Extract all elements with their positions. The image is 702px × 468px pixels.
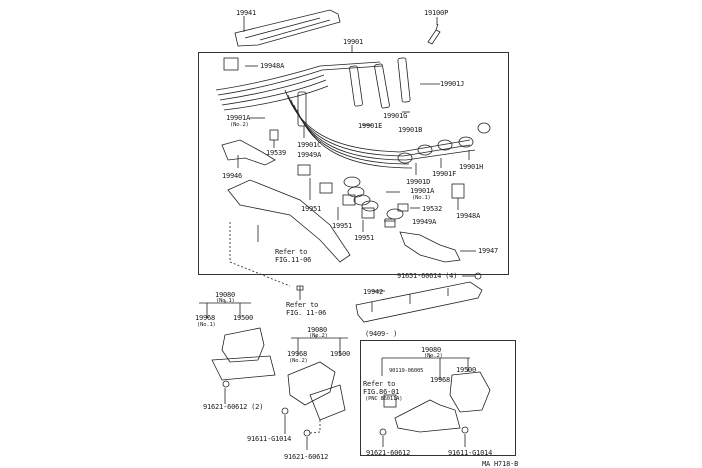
label-cord-b[interactable]: 19901B [398,126,423,134]
label-coil2-assy[interactable]: 19080 [307,326,328,334]
label-coil1-assy-note: (No.1) [216,298,235,304]
diagram-code: MA H718-B [482,460,519,468]
box-coil-drawing [449,371,491,413]
label-coil1-nut[interactable]: 91621-60612 (2) [203,403,264,411]
label-cord-e[interactable]: 19901E [358,122,383,130]
cord-holders [297,164,396,228]
label-cover[interactable]: 19941 [236,9,257,17]
label-box-coil[interactable]: 19500 [456,366,477,374]
main-harness-frame [198,52,509,275]
label-main-refer-1: Refer to [275,248,308,256]
ignition-cover-drawing [234,9,341,47]
label-spark-plug[interactable]: 19100P [424,9,449,17]
coil-no2-drawing [287,361,346,421]
dashed-leader-no2 [309,420,321,434]
label-clamp-right[interactable]: 19948A [456,212,481,220]
label-cord-c[interactable]: 19901C [297,141,322,149]
label-holder-3[interactable]: 19951 [354,234,375,242]
label-coil1-assy[interactable]: 19080 [215,291,236,299]
label-clamp-lower[interactable]: 19949A [412,218,437,226]
label-clamp-top[interactable]: 19948A [260,62,285,70]
label-main-refer-2[interactable]: FIG.11-06 [275,256,312,264]
cord-end-loops [343,176,404,220]
bracket-19946-drawing [221,139,276,166]
nut-91621-no1-drawing [222,380,230,388]
label-date-range: (9409- ) [365,330,398,338]
label-box-bracket[interactable]: 19968 [430,376,451,384]
label-box-bolt[interactable]: 91611-G1014 [448,449,493,457]
label-box-screw[interactable]: 90119-06005 [389,368,424,374]
label-coil2-nut[interactable]: 91621-60612 [284,453,329,461]
clamp-19948a-top-drawing [223,57,239,71]
label-holder-1[interactable]: 19951 [301,205,322,213]
plug-boots-upper [297,57,411,127]
box-bolt-drawing [461,426,469,434]
label-cord-f[interactable]: 19901F [432,170,457,178]
label-coil1-bracket-note: (No.1) [197,322,216,328]
box-sensor-drawing [383,394,397,408]
label-box-refer-3: (PNC 86011A) [365,396,403,402]
label-clamp-mid[interactable]: 19949A [297,151,322,159]
label-box-refer-2[interactable]: FIG.86-01 [363,388,400,396]
label-coil1-coil[interactable]: 19500 [233,314,254,322]
label-coil2-bracket-note: (No.2) [289,358,308,364]
label-cord-a2[interactable]: 19901A [226,114,251,122]
grommet-19539-drawing [269,129,279,141]
bolt-91611-drawing [281,407,289,415]
label-box-nut[interactable]: 91621-60612 [366,449,411,457]
protector-19947-drawing [399,231,461,263]
grommet-19532-drawing [397,203,409,212]
label-bolt-refer-1: Refer to [286,301,319,309]
clamp-19948a-right-drawing [451,183,465,199]
label-coil2-coil[interactable]: 19500 [330,350,351,358]
label-protector[interactable]: 19947 [478,247,499,255]
cover-plate-19942-drawing [355,281,483,323]
label-box-assy[interactable]: 19080 [421,346,442,354]
label-bracket[interactable]: 19946 [222,172,243,180]
label-cord-j[interactable]: 19901J [440,80,465,88]
long-bracket-drawing [227,179,351,263]
label-cord-g[interactable]: 19901G [383,112,408,120]
label-cord-set[interactable]: 19901 [343,38,364,46]
label-holder-2[interactable]: 19951 [332,222,353,230]
coil-no1-drawing [211,327,276,381]
label-cord-a2-note: (No.2) [230,122,249,128]
bolt-drawing [296,285,304,300]
label-cover-plate[interactable]: 19942 [363,288,384,296]
label-box-assy-note: (No.2) [424,353,443,359]
spark-plug-drawing [427,23,441,45]
coil-no2-box-frame [360,340,516,456]
label-grommet-left[interactable]: 19539 [266,149,287,157]
label-cord-d[interactable]: 19901D [406,178,431,186]
label-coil1-bracket[interactable]: 19968 [195,314,216,322]
box-nut-drawing [379,428,387,436]
label-bolt-refer-2[interactable]: FIG. 11-06 [286,309,327,317]
label-cord-a1-note: (No.1) [412,195,431,201]
label-cord-h[interactable]: 19901H [459,163,484,171]
nut-91621-no2-drawing [303,429,311,437]
label-cord-a1[interactable]: 19901A [410,187,435,195]
label-coil2-assy-note: (No.2) [309,333,328,339]
label-coil2-bolt[interactable]: 91611-G1014 [247,435,292,443]
box-bracket-drawing [394,399,461,433]
label-box-refer-1: Refer to [363,380,396,388]
label-grommet-right[interactable]: 19532 [422,205,443,213]
ignition-cord-bundle [215,61,476,169]
label-coil2-bracket[interactable]: 19968 [287,350,308,358]
dashed-leader-bolt [229,222,291,287]
label-nut-note[interactable]: 91651-60614 (4) [397,272,458,280]
plug-boots-lower [397,122,491,164]
nut-91651-drawing [474,272,482,280]
